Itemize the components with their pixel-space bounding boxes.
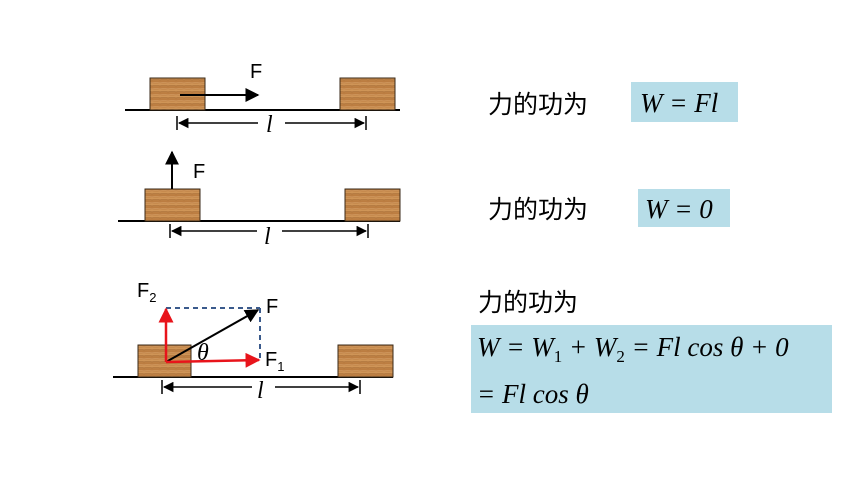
force-label: F bbox=[266, 296, 278, 318]
case-1-caption: 力的功为 bbox=[488, 90, 588, 119]
force-y-label: F2 bbox=[137, 280, 156, 305]
case-1-formula: W = Fl bbox=[640, 88, 718, 118]
force-label: F bbox=[250, 61, 262, 83]
case-2-formula: W = 0 bbox=[645, 194, 713, 224]
distance-marker: l bbox=[169, 224, 369, 250]
distance-label: l bbox=[257, 378, 264, 404]
case-3-caption: 力的功为 bbox=[478, 288, 578, 317]
case-1-formula-box bbox=[631, 82, 738, 122]
case-3-formula-box bbox=[471, 325, 832, 413]
case-2-formula-box bbox=[638, 189, 730, 227]
distance-label: l bbox=[264, 224, 271, 250]
angle-label: θ bbox=[197, 340, 209, 366]
case-2-caption: 力的功为 bbox=[488, 195, 588, 224]
wooden-block-end bbox=[337, 344, 394, 378]
wooden-block-start bbox=[144, 188, 201, 222]
wooden-block-end bbox=[344, 188, 401, 222]
force-x-label: F1 bbox=[265, 349, 284, 374]
distance-label: l bbox=[266, 112, 273, 138]
distance-marker: l bbox=[176, 112, 367, 138]
case-3-result: 力的功为 W = W1 + W2 = Fl cos θ + 0 = Fl cos… bbox=[471, 288, 832, 413]
distance-marker: l bbox=[161, 378, 361, 404]
force-label: F bbox=[193, 161, 205, 183]
case-3-formula-line1: W = W1 + W2 = Fl cos θ + 0 bbox=[477, 332, 789, 366]
force-x-arrow bbox=[165, 352, 261, 368]
force-arrow bbox=[165, 309, 260, 363]
wooden-block-end bbox=[339, 77, 396, 111]
case-2-result: 力的功为 W = 0 bbox=[488, 189, 730, 227]
case-3-diagram: F F2 F1 θ l bbox=[113, 280, 394, 404]
case-2-diagram: F l bbox=[118, 150, 401, 250]
case-1-diagram: F l bbox=[125, 61, 400, 138]
case-1-result: 力的功为 W = Fl bbox=[488, 82, 738, 122]
case-3-formula-line2: = Fl cos θ bbox=[477, 379, 589, 409]
